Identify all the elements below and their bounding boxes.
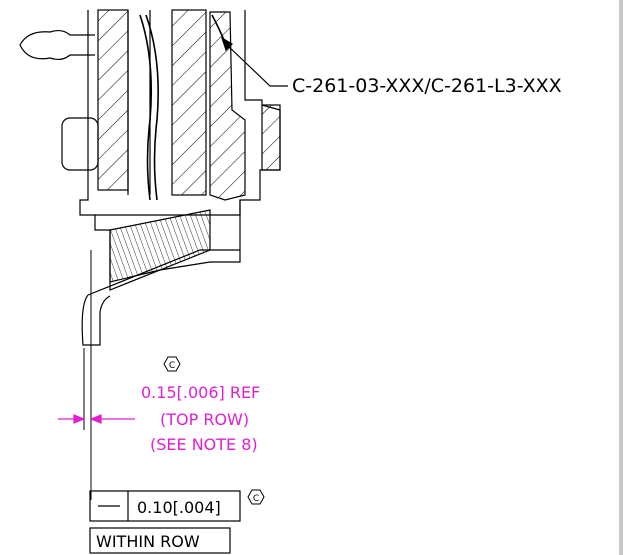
dimension-value: 0.15[.006] REF bbox=[141, 383, 260, 402]
part-number-leader bbox=[220, 36, 288, 87]
datum-c-symbol: C bbox=[163, 356, 181, 372]
dimension-arrows bbox=[58, 414, 135, 424]
connector-section bbox=[19, 9, 281, 346]
svg-text:C: C bbox=[169, 361, 175, 371]
tolerance-value: 0.10[.004] bbox=[137, 498, 221, 517]
extension-lines bbox=[83, 250, 92, 500]
frame-datum-c: C bbox=[253, 494, 259, 504]
feature-control-frame: 0.10[.004] WITHIN ROW C bbox=[89, 489, 265, 554]
part-number-label: C-261-03-XXX/C-261-L3-XXX bbox=[292, 75, 562, 97]
dimension-top-row: (TOP ROW) bbox=[160, 410, 249, 429]
dimension-see-note: (SEE NOTE 8) bbox=[150, 435, 258, 454]
dimension-text: 0.15[.006] REF (TOP ROW) (SEE NOTE 8) bbox=[141, 383, 260, 454]
within-row-note: WITHIN ROW bbox=[96, 532, 200, 551]
